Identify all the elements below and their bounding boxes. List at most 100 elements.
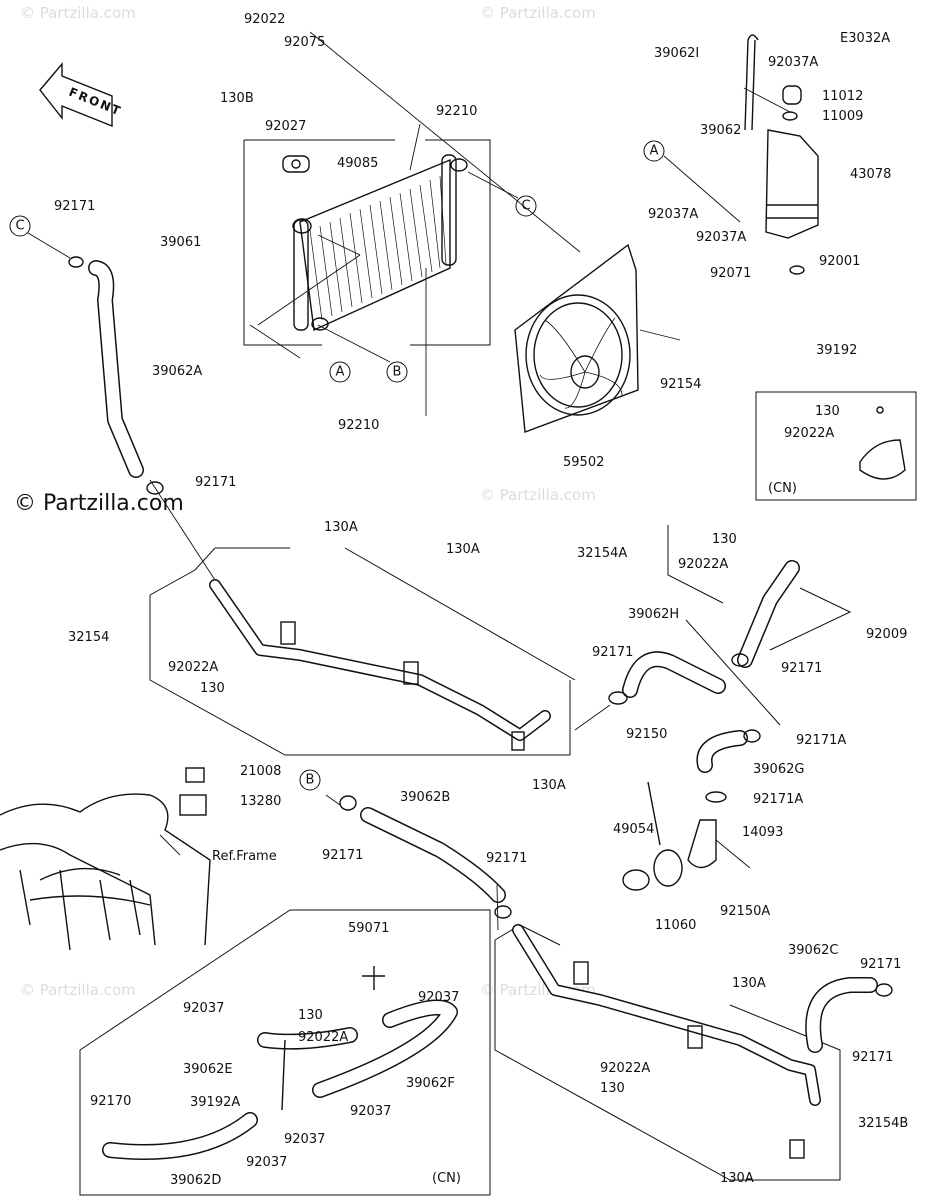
- watermarks: © Partzilla.com © Partzilla.com © Partzi…: [14, 4, 596, 999]
- radiator-frame: [243, 139, 491, 346]
- reservoir-tank: [744, 34, 819, 275]
- part-label: 130B: [220, 91, 254, 106]
- part-label: 92037: [350, 1104, 391, 1119]
- part-label: 92022A: [168, 660, 218, 675]
- ref-frame-sketch: [0, 793, 211, 951]
- part-label: 32154: [68, 630, 109, 645]
- part-label: 39061: [160, 235, 201, 250]
- part-label: 92022A: [600, 1061, 650, 1076]
- part-label: 92037A: [768, 55, 818, 70]
- part-label: 39062: [700, 123, 741, 138]
- cn-label: (CN): [768, 481, 797, 496]
- radiator: [282, 154, 468, 332]
- pipe-32154B: [494, 924, 841, 1181]
- callout-A-tank: A: [643, 140, 665, 162]
- part-label: 92171: [54, 199, 95, 214]
- part-label: 43078: [850, 167, 891, 182]
- part-label: 39062B: [400, 790, 450, 805]
- part-label: 130A: [732, 976, 766, 991]
- part-label: 92171: [195, 475, 236, 490]
- hose-39062B: [339, 795, 512, 919]
- svg-text:C: C: [15, 219, 24, 234]
- part-label: 130A: [532, 778, 566, 793]
- part-label: 92210: [436, 104, 477, 119]
- part-label: 92150: [626, 727, 667, 742]
- svg-text:B: B: [306, 773, 315, 788]
- part-label: 39192A: [190, 1095, 240, 1110]
- watermark: © Partzilla.com: [480, 486, 596, 504]
- callout-C-left: C: [9, 215, 31, 237]
- part-label: 130A: [720, 1171, 754, 1186]
- watermark-large: © Partzilla.com: [14, 491, 184, 516]
- radiator-cap: [282, 155, 310, 173]
- hose-39062H: [608, 651, 726, 705]
- part-label: 92022A: [678, 557, 728, 572]
- hose-39062G: [696, 729, 761, 803]
- part-label: 92075: [284, 35, 325, 50]
- cn-box-lower: (CN): [79, 909, 491, 1196]
- part-label: 92027: [265, 119, 306, 134]
- part-label: 11060: [655, 918, 696, 933]
- watermark: © Partzilla.com: [480, 4, 596, 22]
- part-label: 92171: [486, 851, 527, 866]
- part-label: 13280: [240, 794, 281, 809]
- part-label: 92037A: [648, 207, 698, 222]
- part-label: 92171A: [796, 733, 846, 748]
- part-label: 11009: [822, 109, 863, 124]
- callout-A-radiator: A: [329, 361, 351, 383]
- cn-label: (CN): [432, 1171, 461, 1186]
- part-label: 130: [712, 532, 737, 547]
- reservoir-cap: [782, 85, 802, 105]
- part-label: 92022A: [298, 1030, 348, 1045]
- hose-39062A: [68, 256, 164, 495]
- relay-bracket: [179, 767, 207, 816]
- part-label: 92154: [660, 377, 701, 392]
- part-label: 49085: [337, 156, 378, 171]
- part-label: 92170: [90, 1094, 131, 1109]
- part-label: 39062I: [654, 46, 699, 61]
- part-label: 92037: [246, 1155, 287, 1170]
- thermostat: [622, 869, 650, 891]
- part-label: 92171: [860, 957, 901, 972]
- part-label: 59502: [563, 455, 604, 470]
- diagram-code: E3032A: [840, 31, 890, 46]
- callout-B-lower: B: [299, 769, 321, 791]
- part-label: 92171: [781, 661, 822, 676]
- svg-text:A: A: [336, 365, 345, 380]
- pipe-32154: [149, 547, 576, 756]
- part-label: 130: [815, 404, 840, 419]
- part-label: 39062H: [628, 607, 679, 622]
- part-label: 39062D: [170, 1173, 221, 1188]
- thermostat-housing: [622, 781, 717, 891]
- part-label: 39062C: [788, 943, 838, 958]
- part-label: 92001: [819, 254, 860, 269]
- part-label: 130: [200, 681, 225, 696]
- part-label: 130A: [324, 520, 358, 535]
- part-labels: 92022 92075 130B 92027 92210 49085 39061…: [54, 12, 908, 1188]
- part-label: 130: [600, 1081, 625, 1096]
- part-label: 59071: [348, 921, 389, 936]
- part-label: 92037: [284, 1132, 325, 1147]
- part-label: 11012: [822, 89, 863, 104]
- part-label: 92022A: [784, 426, 834, 441]
- ref-frame-label: Ref.Frame: [212, 849, 277, 864]
- part-label: 92171: [592, 645, 633, 660]
- hose-39062C: [805, 977, 893, 1053]
- part-label: 92037: [183, 1001, 224, 1016]
- part-label: 32154A: [577, 546, 627, 561]
- part-label: 92171: [852, 1050, 893, 1065]
- part-label: 14093: [742, 825, 783, 840]
- part-label: 92037A: [696, 230, 746, 245]
- cooling-fan: [514, 243, 639, 433]
- part-label: 21008: [240, 764, 281, 779]
- cn-box-39192: (CN): [755, 391, 917, 501]
- part-label: 92037: [418, 990, 459, 1005]
- svg-text:B: B: [393, 365, 402, 380]
- part-label: 39062A: [152, 364, 202, 379]
- callout-C-right: C: [515, 195, 537, 217]
- svg-text:C: C: [521, 199, 530, 214]
- part-label: 130A: [446, 542, 480, 557]
- part-label: 49054: [613, 822, 654, 837]
- svg-text:A: A: [650, 144, 659, 159]
